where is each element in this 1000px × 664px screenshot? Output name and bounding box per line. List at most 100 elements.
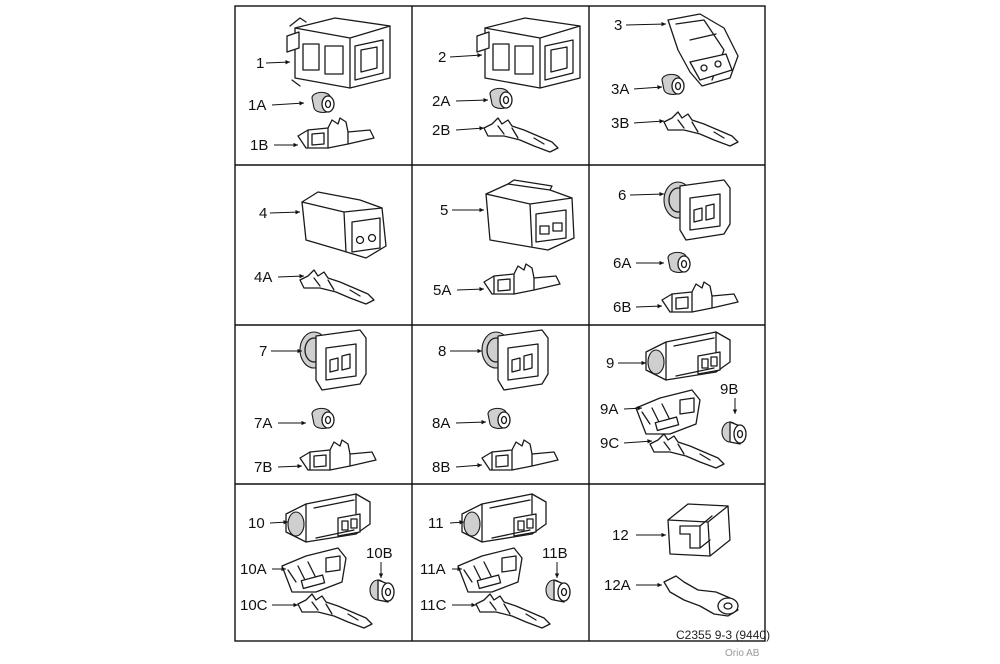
part-label: 12A xyxy=(604,577,631,594)
arrowhead xyxy=(295,209,300,215)
part-label: 8A xyxy=(432,415,450,432)
part-label: 2 xyxy=(438,49,446,66)
part-label: 10B xyxy=(366,545,393,562)
part-label: 9C xyxy=(600,435,619,452)
labels: 11A1B22A2B33A3B44A55A66A6B77A7B88A8B99A9… xyxy=(240,17,738,614)
part-label: 9 xyxy=(606,355,614,372)
part-label: 4A xyxy=(254,269,272,286)
part-label: 7A xyxy=(254,415,272,432)
part-label: 11A xyxy=(420,561,446,578)
arrowhead xyxy=(477,463,482,468)
part-label: 6B xyxy=(613,299,631,316)
part-label: 1A xyxy=(248,97,266,114)
leader-line xyxy=(625,23,667,26)
cell-1 xyxy=(286,17,391,149)
arrowhead xyxy=(457,566,462,572)
part-label: 11B xyxy=(542,545,568,562)
cell-2 xyxy=(476,17,581,153)
copyright: Orio AB xyxy=(725,648,760,659)
arrowhead xyxy=(661,21,666,27)
part-label: 10A xyxy=(240,561,267,578)
part-label: 6 xyxy=(618,187,626,204)
arrowhead xyxy=(297,464,302,469)
leader-lines xyxy=(265,21,738,608)
leader-line xyxy=(455,99,489,102)
part-label: 12 xyxy=(612,527,629,544)
part-label: 5A xyxy=(433,282,451,299)
leader-line xyxy=(269,211,301,214)
leader-line xyxy=(455,421,487,424)
part-label: 6A xyxy=(613,255,631,272)
arrowhead xyxy=(471,602,476,608)
arrowhead xyxy=(659,119,664,124)
arrowhead xyxy=(661,532,666,538)
part-label: 7B xyxy=(254,459,272,476)
drawing-code: C2355 9-3 (9440) xyxy=(676,628,771,642)
arrowhead xyxy=(299,101,304,106)
leader-line xyxy=(456,288,485,291)
arrowhead xyxy=(477,348,482,354)
arrowhead xyxy=(483,97,488,103)
arrowhead xyxy=(657,303,662,309)
cell-9 xyxy=(635,331,747,469)
part-label: 11C xyxy=(420,597,447,614)
part-label: 10 xyxy=(248,515,265,532)
cell-7 xyxy=(299,329,377,471)
arrowhead xyxy=(297,348,302,354)
cell-5 xyxy=(483,179,575,295)
arrowhead xyxy=(459,520,464,525)
arrowhead xyxy=(479,286,484,292)
leader-line xyxy=(633,86,663,90)
part-label: 1 xyxy=(256,55,264,72)
part-label: 8B xyxy=(432,459,450,476)
cell-12 xyxy=(663,503,739,617)
arrowhead xyxy=(479,126,484,131)
grid-lines xyxy=(234,5,766,642)
arrowhead xyxy=(554,573,560,578)
arrowhead xyxy=(481,419,486,425)
leader-line xyxy=(271,102,305,106)
arrowhead xyxy=(281,566,286,572)
arrowhead xyxy=(378,573,384,578)
arrowhead xyxy=(647,439,652,444)
part-label: 3 xyxy=(614,17,622,34)
arrowhead xyxy=(293,602,298,608)
part-label: 2B xyxy=(432,122,450,139)
arrowhead xyxy=(299,273,304,279)
leader-line xyxy=(623,440,653,444)
part-label: 7 xyxy=(259,343,267,360)
part-label: 2A xyxy=(432,93,450,110)
cell-6 xyxy=(661,179,739,313)
arrowhead xyxy=(657,85,662,90)
arrowhead xyxy=(285,60,290,65)
arrowhead xyxy=(637,406,642,411)
part-label: 11 xyxy=(428,515,444,532)
arrowhead xyxy=(657,582,662,588)
part-label: 9B xyxy=(720,381,738,398)
part-label: 5 xyxy=(440,202,448,219)
arrowhead xyxy=(301,420,306,426)
part-label: 10C xyxy=(240,597,268,614)
cell-4 xyxy=(299,191,387,305)
arrowhead xyxy=(477,53,482,58)
part-label: 1B xyxy=(250,137,268,154)
part-label: 4 xyxy=(259,205,267,222)
part-label: 9A xyxy=(600,401,618,418)
leader-line xyxy=(449,54,483,58)
part-label: 3B xyxy=(611,115,629,132)
leader-line xyxy=(633,120,665,124)
arrowhead xyxy=(479,207,484,213)
cell-3 xyxy=(661,13,739,147)
cell-8 xyxy=(481,329,559,471)
leader-line xyxy=(629,193,665,196)
part-label: 3A xyxy=(611,81,629,98)
arrowhead xyxy=(659,260,664,266)
arrowhead xyxy=(641,360,646,366)
arrowhead xyxy=(732,409,738,414)
arrowhead xyxy=(659,191,664,197)
arrowhead xyxy=(293,142,298,148)
leader-line xyxy=(455,127,485,131)
part-label: 8 xyxy=(438,343,446,360)
arrowhead xyxy=(283,520,288,525)
